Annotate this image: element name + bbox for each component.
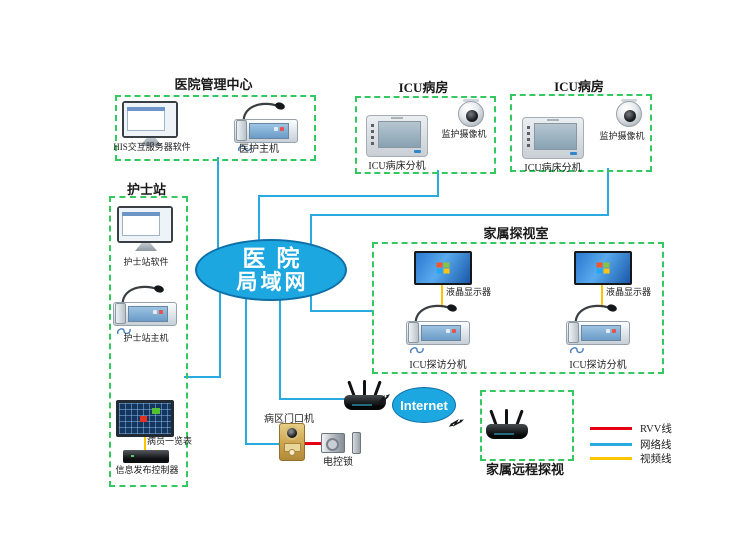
his-server-computer-icon <box>122 101 180 149</box>
dome-camera1-label: 监护摄像机 <box>441 129 487 139</box>
legend-video-label: 视频线 <box>640 454 672 465</box>
remote-viewing-title: 家属远程探视 <box>485 462 564 477</box>
icu-visit-extension2-label: ICU探访分机 <box>569 360 627 371</box>
management-center-title: 医院管理中心 <box>174 77 253 92</box>
wireless-link-icon <box>448 419 464 427</box>
visiting-room-title: 家属探视室 <box>483 226 549 241</box>
nurse-host-console-icon <box>113 281 177 335</box>
info-publish-controller-label: 信息发布控制器 <box>115 465 179 475</box>
legend-network-line <box>590 443 632 446</box>
legend-network-label: 网络线 <box>640 440 672 451</box>
network-line-infobox-h <box>184 376 221 378</box>
network-line-icu1-drop <box>258 195 260 255</box>
video-line-visit2 <box>601 284 603 307</box>
icu-visit-extension2-icon <box>566 300 630 354</box>
medical-host-console-icon <box>234 98 298 152</box>
dome-camera2-icon <box>616 99 642 127</box>
legend-rvv-label: RVV线 <box>640 424 672 435</box>
network-line-icu1-v <box>437 170 439 196</box>
network-line-router-v <box>279 280 281 400</box>
icu-bed-extension1-label: ICU病床分机 <box>368 161 426 172</box>
windows-logo-icon <box>436 262 450 274</box>
lan-cloud-text-line2: 局域网 <box>236 270 309 295</box>
patient-board-label: 病员一览表 <box>147 436 193 446</box>
patient-board-screen-icon <box>116 400 174 437</box>
icu-visit-extension1-icon <box>406 300 470 354</box>
nurse-software-label: 护士站软件 <box>123 257 169 267</box>
nurse-station-box <box>109 196 188 487</box>
video-line-patientboard <box>144 437 146 452</box>
electric-lock-icon <box>321 432 361 454</box>
network-line-infobox-v <box>219 270 221 377</box>
management-center-box <box>115 95 316 161</box>
icu-room1-title: ICU病房 <box>398 80 449 95</box>
icu-room1-box <box>355 96 496 174</box>
medical-host-label: 医护主机 <box>239 144 279 155</box>
nurse-station-title: 护士站 <box>126 182 166 197</box>
rvv-line-lock <box>303 442 322 445</box>
ward-door-unit-label: 病区门口机 <box>264 414 314 425</box>
hospital-lan-cloud: 医院 局域网 <box>195 239 347 301</box>
network-line-mgmt <box>217 157 219 255</box>
lcd-monitor2-icon <box>574 251 632 285</box>
icu-bed-extension2-icon <box>522 117 584 159</box>
icu-room2-title: ICU病房 <box>554 79 604 94</box>
icu-room2-box <box>510 94 652 172</box>
icu-bed-extension2-label: ICU病床分机 <box>524 163 582 174</box>
network-line-icu2-h <box>310 214 609 216</box>
network-line-router-h <box>279 398 347 400</box>
lan-cloud-text-line1: 医院 <box>242 245 311 271</box>
legend-video-line <box>590 457 632 460</box>
icu-bed-extension1-icon <box>366 115 428 157</box>
ward-door-unit-icon <box>279 423 305 461</box>
remote-viewing-box <box>480 390 574 461</box>
internet-label: Internet <box>400 397 448 413</box>
his-server-label: HIS交互服务器软件 <box>113 142 191 152</box>
lan-router-icon <box>344 374 386 410</box>
network-line-icu2-v <box>607 168 609 215</box>
dome-camera1-icon <box>458 99 484 127</box>
lcd-monitor2-label: 液晶显示器 <box>606 287 652 297</box>
network-line-door-h <box>245 443 280 445</box>
network-line-door-v <box>245 280 247 445</box>
windows-logo-icon <box>596 262 610 274</box>
info-publish-controller-icon <box>123 450 169 463</box>
legend-rvv-line <box>590 427 632 430</box>
dome-camera2-label: 监护摄像机 <box>599 131 645 141</box>
network-line-visitroom-h <box>310 310 372 312</box>
remote-router-icon <box>486 403 528 439</box>
video-line-visit1 <box>441 284 443 307</box>
internet-cloud: Internet <box>392 387 456 423</box>
nurse-host-label: 护士站主机 <box>123 333 169 343</box>
wireless-link-icon <box>377 394 390 405</box>
nurse-software-computer-icon <box>117 206 175 254</box>
network-line-icu1-h <box>258 195 439 197</box>
icu-visit-extension1-label: ICU探访分机 <box>409 360 467 371</box>
electric-lock-label: 电控锁 <box>323 457 353 468</box>
lcd-monitor1-label: 液晶显示器 <box>446 287 492 297</box>
visiting-room-box <box>372 242 664 374</box>
lcd-monitor1-icon <box>414 251 472 285</box>
